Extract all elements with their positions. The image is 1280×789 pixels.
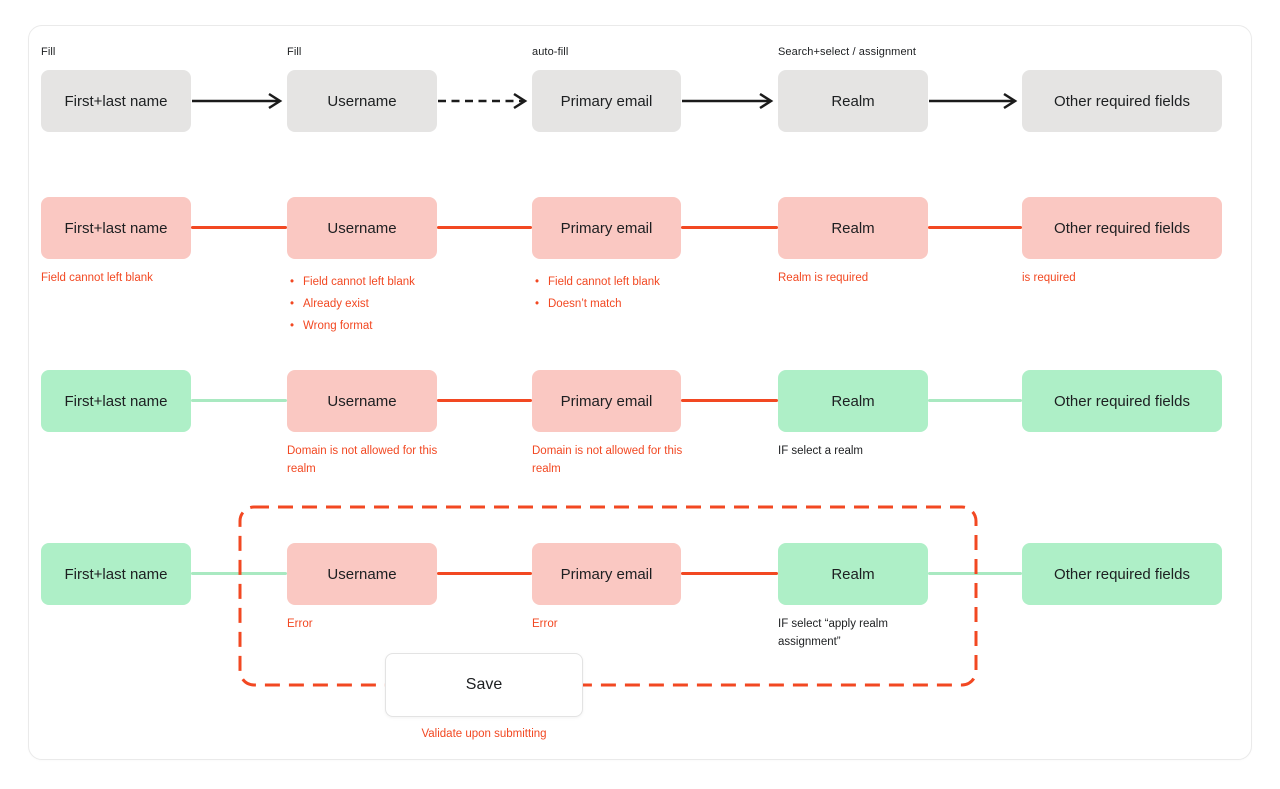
error-note-email-domain: Domain is not allowed for this realm [532, 445, 683, 475]
error-item: Doesn’t match [532, 293, 660, 315]
node-other-required-fields-row3: Other required fields [1022, 370, 1222, 432]
error-list-primary-email: Field cannot left blank Doesn’t match [532, 271, 660, 315]
validation-zone-outline [238, 505, 978, 687]
error-note-realm: Realm is required [778, 272, 869, 284]
arrow-icon [929, 92, 1018, 110]
error-item: Already exist [287, 293, 415, 315]
node-other-required-fields-row1: Other required fields [1022, 70, 1222, 132]
connector-green [191, 399, 287, 402]
node-primary-email-row2: Primary email [532, 197, 681, 259]
node-username-row4: Username [287, 543, 437, 605]
node-primary-email-row4: Primary email [532, 543, 681, 605]
node-realm-row1: Realm [778, 70, 928, 132]
save-validation-note: Validate upon submitting [421, 728, 547, 740]
node-first-last-name-row3: First+last name [41, 370, 191, 432]
node-other-required-fields-row2: Other required fields [1022, 197, 1222, 259]
node-first-last-name-row4: First+last name [41, 543, 191, 605]
node-username-row3: Username [287, 370, 437, 432]
node-realm-row2: Realm [778, 197, 928, 259]
node-realm-row4: Realm [778, 543, 928, 605]
condition-note-select-realm: IF select a realm [778, 445, 863, 457]
error-item: Field cannot left blank [532, 271, 660, 293]
node-username-row2: Username [287, 197, 437, 259]
save-button[interactable]: Save [385, 653, 583, 717]
node-first-last-name-row2: First+last name [41, 197, 191, 259]
error-note-other-required-fields: is required [1022, 272, 1076, 284]
connector-red [928, 226, 1022, 229]
arrow-icon [682, 92, 774, 110]
step-label-autofill: auto-fill [532, 46, 569, 58]
connector-red [437, 226, 532, 229]
error-note-first-last-name: Field cannot left blank [41, 272, 153, 284]
connector-red [681, 572, 778, 575]
node-other-required-fields-row4: Other required fields [1022, 543, 1222, 605]
node-primary-email-row3: Primary email [532, 370, 681, 432]
condition-note-realm-assignment: IF select “apply realm assignment” [778, 618, 888, 648]
connector-green [928, 399, 1022, 402]
connector-red [437, 572, 532, 575]
error-note-username-domain: Domain is not allowed for this realm [287, 445, 438, 475]
error-note-username-error: Error [287, 618, 313, 630]
connector-red [191, 226, 287, 229]
error-item: Wrong format [287, 315, 415, 337]
step-label-fill-name: Fill [41, 46, 56, 58]
node-primary-email-row1: Primary email [532, 70, 681, 132]
error-note-email-error: Error [532, 618, 558, 630]
connector-red [681, 399, 778, 402]
dashed-arrow-icon [438, 92, 528, 110]
node-realm-row3: Realm [778, 370, 928, 432]
connector-red [681, 226, 778, 229]
arrow-icon [192, 92, 283, 110]
node-first-last-name-row1: First+last name [41, 70, 191, 132]
node-username-row1: Username [287, 70, 437, 132]
error-item: Field cannot left blank [287, 271, 415, 293]
connector-red [437, 399, 532, 402]
step-label-search-select: Search+select / assignment [778, 46, 917, 58]
error-list-username: Field cannot left blank Already exist Wr… [287, 271, 415, 337]
step-label-fill-username: Fill [287, 46, 302, 58]
